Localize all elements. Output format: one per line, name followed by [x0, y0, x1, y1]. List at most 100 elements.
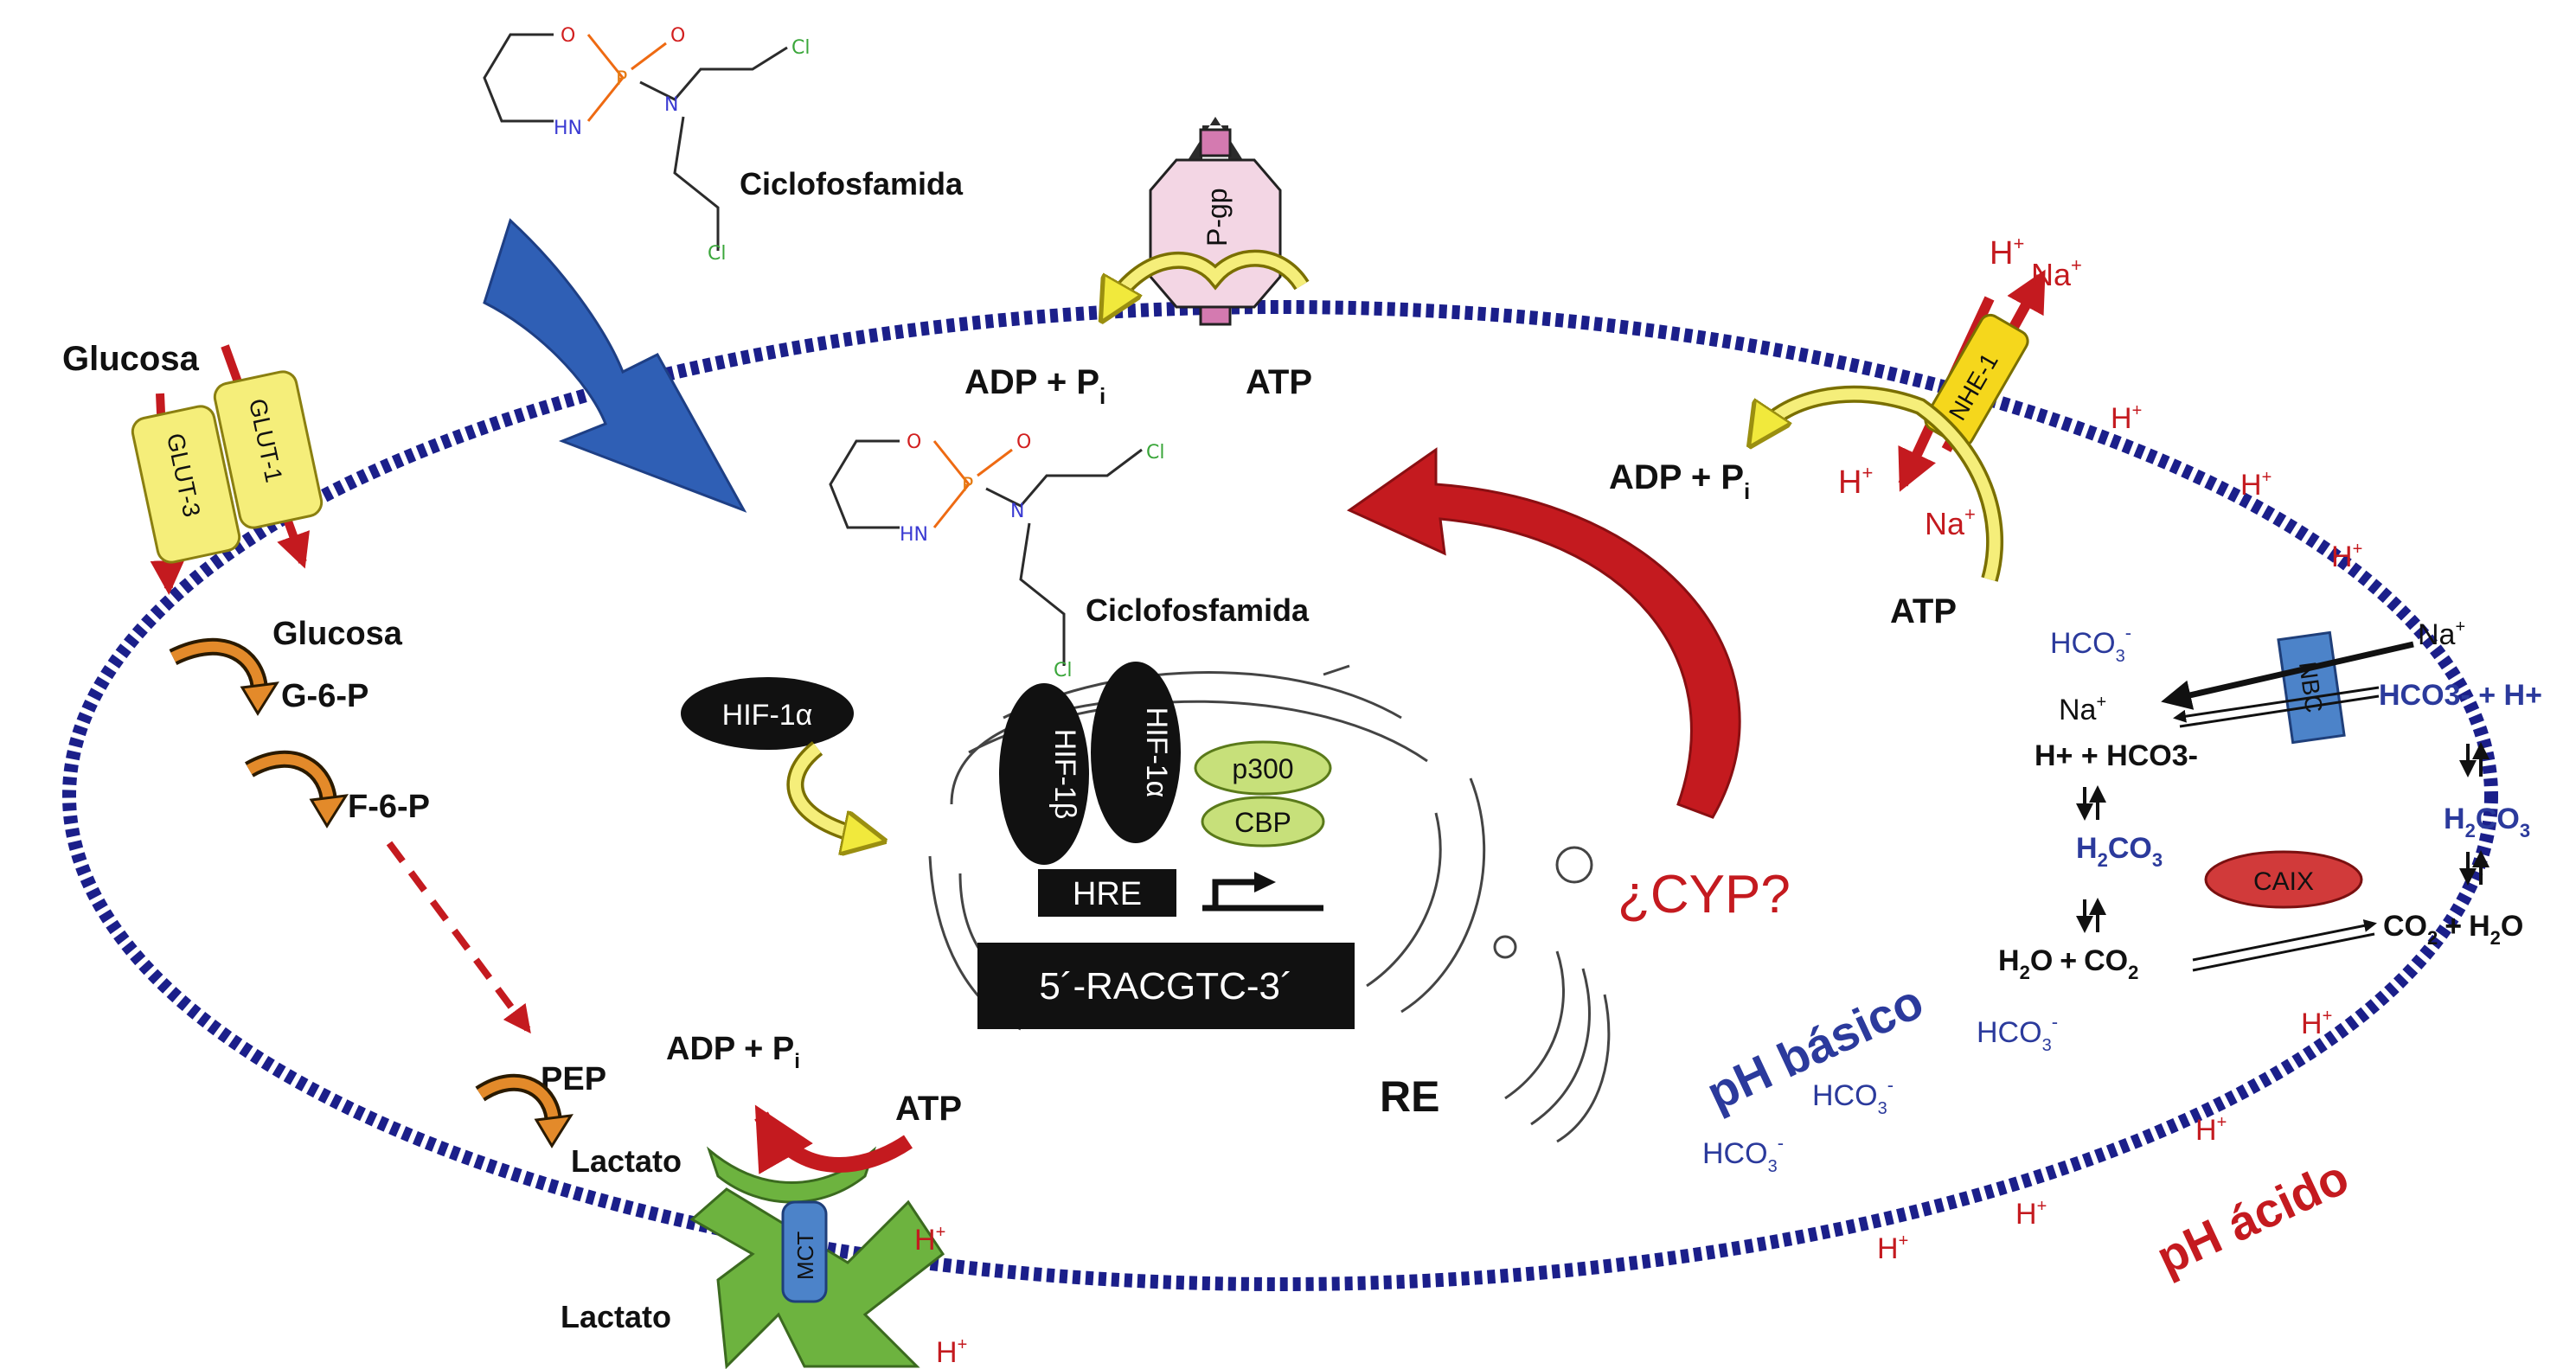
cyp-activation-arrow — [1346, 447, 1741, 819]
pathway-f6p: F-6-P — [348, 789, 430, 825]
nhe-h-out: H+ — [1990, 233, 2024, 272]
equilibrium-arrows-outside-2 — [2459, 850, 2489, 886]
atom-o-double-in: O — [1016, 432, 1031, 453]
caix-enzyme — [2204, 850, 2363, 909]
h-scatter-3: H+ — [2331, 540, 2362, 573]
h-scatter-7: H+ — [1877, 1231, 1908, 1265]
nhe-h-in: H+ — [1838, 462, 1873, 501]
orange-step-arrow-1 — [169, 637, 279, 716]
mct-h-out: H+ — [936, 1335, 967, 1369]
atom-p-in: P — [962, 475, 973, 496]
atom-cl-in-1: Cl — [1146, 442, 1164, 464]
cyclophosphamide-label-top: Ciclofosfamida — [740, 166, 964, 202]
nhe-atp-label: ATP — [1890, 592, 1957, 630]
orange-step-arrow-2 — [245, 750, 349, 828]
equilibrium-arrows-inside-2 — [2076, 898, 2106, 933]
cell-membrane — [62, 300, 2498, 1291]
mct-protein — [781, 1200, 828, 1303]
glut-3-transporter — [131, 405, 241, 564]
sequence-label: 5´-RACGTC-3´ — [1039, 965, 1292, 1008]
h-scatter-4: H+ — [2301, 1007, 2332, 1040]
h-scatter-1: H+ — [2111, 401, 2142, 435]
h-scatter-5: H+ — [2195, 1113, 2227, 1147]
atom-cl-2: Cl — [708, 243, 726, 265]
cbp-protein — [1201, 796, 1325, 848]
glycolysis-dashed-arrow — [386, 841, 531, 1034]
hif1b-protein — [999, 683, 1089, 865]
h-scatter-6: H+ — [2015, 1197, 2047, 1231]
hco3-above-nbc: HCO3- — [2050, 622, 2131, 666]
atom-p: P — [616, 68, 627, 90]
lactate-out-label: Lactato — [561, 1299, 671, 1334]
nbc-na-inside: Na+ — [2059, 693, 2106, 726]
atom-hn-in: HN — [900, 524, 928, 546]
mct-atp-label: ATP — [895, 1090, 962, 1128]
hco3-scatter-1: HCO3- — [1977, 1011, 2058, 1055]
cyclophosphamide-structure-inside: O P O HN N Cl Cl — [829, 432, 1164, 681]
atom-hn: HN — [554, 118, 582, 139]
atom-cl-1: Cl — [791, 37, 810, 59]
ph-acid-label: pH ácido — [2148, 1149, 2356, 1285]
pgp-atp-label: ATP — [1246, 363, 1312, 401]
co2-diffusion-arrow — [2192, 918, 2377, 962]
nhe-na-out: Na+ — [2031, 254, 2082, 292]
hif1b-label: HIF-1β — [1048, 729, 1081, 820]
transcription-start-arrow — [1202, 872, 1323, 912]
hif1a-bound-protein — [1091, 662, 1181, 843]
hco3-h-pair-outside: HCO3- + H+ — [2379, 679, 2542, 712]
pathway-glucose: Glucosa — [272, 616, 403, 652]
p300-label: p300 — [1232, 753, 1293, 784]
atom-cl-in-2: Cl — [1054, 660, 1072, 681]
mct-transporter-group: MCT — [689, 1146, 945, 1369]
co2-h2o-outside: CO2+H2O — [2383, 910, 2523, 949]
cyclophosphamide-label-inside: Ciclofosfamida — [1086, 592, 1310, 628]
mct-adp-label: ADP + Pi — [666, 1031, 800, 1073]
er-label: RE — [1380, 1072, 1439, 1121]
atom-o-double: O — [670, 25, 685, 47]
h-hco3-pair-inside: H+ + HCO3- — [2035, 739, 2198, 772]
nbc-na-outside: Na+ — [2418, 617, 2465, 651]
atom-o-ring: O — [561, 25, 575, 47]
pgp-label: P-gp — [1201, 188, 1233, 246]
glucose-outside-label: Glucosa — [62, 340, 200, 378]
h2co3-inside: H2CO3 — [2076, 832, 2163, 871]
lactate-in-label: Lactato — [571, 1143, 682, 1179]
cbp-label: CBP — [1234, 807, 1291, 838]
cyclophosphamide-structure-top: O P O HN N Cl Cl — [483, 25, 810, 265]
nbc-protein — [2277, 630, 2346, 745]
hco3-scatter-2: HCO3- — [1812, 1074, 1894, 1118]
hif1a-bound-label: HIF-1α — [1140, 707, 1173, 798]
caix-label: CAIX — [2253, 867, 2314, 896]
hre-label: HRE — [1073, 876, 1142, 912]
cell-membrane-inner — [83, 320, 2477, 1271]
nbc-arrow-hco3 — [2173, 686, 2380, 723]
p300-protein — [1194, 740, 1332, 796]
hre-box — [1038, 869, 1176, 917]
atom-n-in: N — [1010, 501, 1024, 522]
h2co3-outside: H2CO3 — [2444, 803, 2530, 841]
nhe-na-in: Na+ — [1925, 503, 1976, 541]
orange-step-arrow-3 — [475, 1073, 574, 1148]
mct-label: MCT — [792, 1231, 818, 1280]
h-scatter-2: H+ — [2240, 468, 2272, 502]
atom-o-ring-in: O — [907, 432, 921, 453]
cyp-label: ¿CYP? — [1618, 865, 1791, 924]
endoplasmic-reticulum — [1504, 950, 1611, 1143]
hco3-scatter-3: HCO3- — [1702, 1132, 1784, 1176]
sequence-box — [977, 943, 1355, 1029]
glut-1-transporter — [213, 370, 324, 529]
pathway-g6p: G-6-P — [281, 678, 368, 714]
pgp-adp-label: ADP + Pi — [964, 363, 1105, 409]
atom-n: N — [664, 94, 678, 116]
nbc-arrow-na — [2161, 641, 2414, 710]
drug-entry-arrow — [483, 218, 747, 513]
hif1a-free-protein — [681, 677, 854, 750]
equilibrium-arrows-inside-1 — [2076, 785, 2106, 821]
hif1a-free-label: HIF-1α — [722, 699, 813, 732]
pathway-pep: PEP — [541, 1061, 606, 1097]
h2o-co2-inside: H2O+CO2 — [1998, 944, 2138, 983]
mct-h-in: H+ — [914, 1223, 945, 1257]
pgp-pump: P-gp — [1149, 117, 1282, 326]
nhe-adp-label: ADP + Pi — [1609, 458, 1750, 504]
